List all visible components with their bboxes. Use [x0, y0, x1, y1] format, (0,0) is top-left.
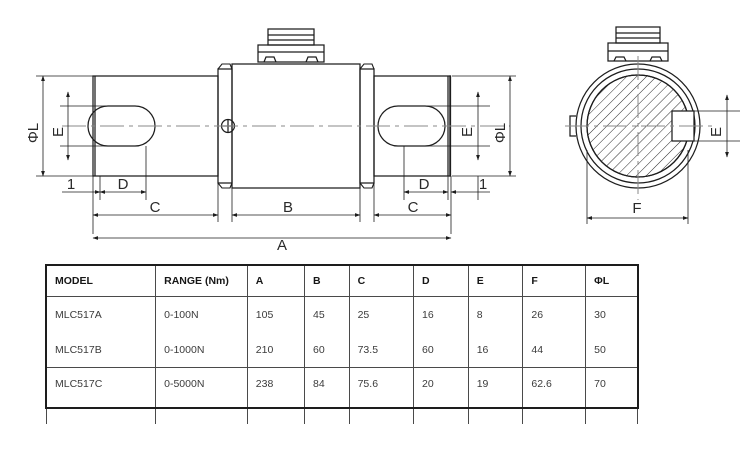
- connector-side-view: [257, 28, 325, 63]
- cell-b: 60: [304, 332, 350, 368]
- cell-e: 19: [467, 367, 524, 424]
- cell-model: MLC517B: [45, 332, 157, 368]
- cell-d: 16: [413, 296, 469, 332]
- table-body: MLC517A 0-100N 105 45 25 16 8 26 30 MLC5…: [45, 296, 638, 424]
- cell-a: 238: [246, 367, 306, 424]
- cell-e: 16: [467, 332, 524, 368]
- col-header-b: B: [304, 265, 350, 297]
- dim-label-phil-left: ΦL: [25, 123, 42, 143]
- cell-range: 0-100N: [155, 296, 248, 332]
- table-row: MLC517C 0-5000N 238 84 75.6 20 19 62.6 7…: [45, 367, 638, 424]
- table-header-row: MODEL RANGE (Nm) A B C D E F ΦL: [45, 265, 638, 297]
- dim-label-e-right: E: [459, 127, 476, 137]
- dim-label-d-left: D: [118, 176, 129, 193]
- col-header-e: E: [467, 265, 524, 297]
- dim-label-e-left: E: [50, 127, 67, 137]
- center-line-end-view: [565, 56, 712, 200]
- specification-table: MODEL RANGE (Nm) A B C D E F ΦL MLC517A …: [45, 265, 638, 424]
- dimension-text-group: ΦL E 1 D C B C D 1 A E ΦL E F: [25, 123, 725, 254]
- cell-model: MLC517A: [45, 296, 157, 332]
- table-header: MODEL RANGE (Nm) A B C D E F ΦL: [45, 265, 638, 297]
- cell-f: 62.6: [522, 367, 587, 424]
- dim-label-a: A: [277, 237, 287, 254]
- dim-label-phil-right: ΦL: [492, 123, 509, 143]
- connector-end-view: [607, 26, 669, 62]
- dim-label-c-left: C: [150, 199, 161, 216]
- col-header-f: F: [522, 265, 587, 297]
- col-header-a: A: [246, 265, 306, 297]
- cell-d: 20: [413, 367, 469, 424]
- cell-phil: 30: [585, 296, 638, 332]
- cell-e: 8: [467, 296, 524, 332]
- col-header-model: MODEL: [45, 265, 157, 297]
- col-header-c: C: [348, 265, 415, 297]
- cell-b: 84: [304, 367, 350, 424]
- dimension-lines: [36, 75, 740, 240]
- cell-a: 210: [246, 332, 306, 368]
- cell-a: 105: [246, 296, 306, 332]
- dim-label-c-right: C: [408, 199, 419, 216]
- col-header-range: RANGE (Nm): [155, 265, 248, 297]
- dim-label-one-left: 1: [67, 176, 75, 193]
- table-row: MLC517A 0-100N 105 45 25 16 8 26 30: [45, 296, 638, 332]
- cell-d: 60: [413, 332, 469, 368]
- cell-range: 0-5000N: [155, 367, 248, 424]
- dim-label-f: F: [632, 200, 641, 217]
- cell-c: 75.6: [348, 367, 415, 424]
- cell-phil: 50: [585, 332, 638, 368]
- cell-c: 73.5: [348, 332, 415, 368]
- cell-f: 26: [522, 296, 587, 332]
- cell-f: 44: [522, 332, 587, 368]
- shaft-slot-left: [87, 105, 156, 147]
- dim-label-one-right: 1: [479, 176, 487, 193]
- cell-phil: 70: [585, 367, 638, 424]
- table-row: MLC517B 0-1000N 210 60 73.5 60 16 44 50: [45, 332, 638, 368]
- cell-b: 45: [304, 296, 350, 332]
- cell-c: 25: [348, 296, 415, 332]
- dim-label-e-end-view: E: [708, 127, 725, 137]
- dim-label-d-right: D: [419, 176, 430, 193]
- col-header-d: D: [413, 265, 469, 297]
- col-header-phil: ΦL: [585, 265, 638, 297]
- cell-model: MLC517C: [45, 367, 157, 424]
- body-flange-tabs: [217, 63, 375, 189]
- dim-label-b: B: [283, 199, 293, 216]
- cell-range: 0-1000N: [155, 332, 248, 368]
